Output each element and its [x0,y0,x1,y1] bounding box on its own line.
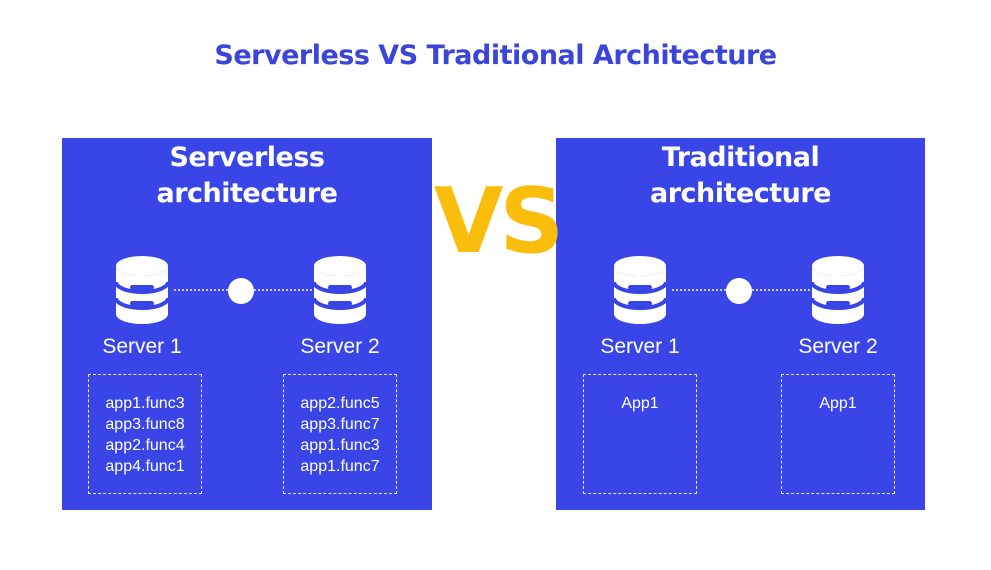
vs-label: VS [433,169,564,274]
panel-title-line2: architecture [156,178,339,209]
app-item: app3.func8 [105,416,185,433]
app-item: App1 [621,395,659,412]
app-list: App1 [584,375,696,414]
app-item: app1.func3 [300,437,380,454]
app-list: App1 [782,375,894,414]
app-list: app2.func5 app3.func7 app1.func3 app1.fu… [284,375,396,477]
app-item: app2.func4 [105,437,185,454]
database-icon [810,256,866,324]
panel-title: Serverless architecture [62,140,432,212]
server-1-apps-box: App1 [583,374,697,494]
panel-title-line1: Serverless [169,142,325,173]
app-item: app1.func7 [300,458,380,475]
panel-title-line2: architecture [650,178,832,209]
app-item: app2.func5 [300,395,380,412]
server-1-label: Server 1 [102,335,182,358]
panel-title: Traditional architecture [556,140,925,212]
connection-node [228,278,254,304]
app-item: app1.func3 [105,395,185,412]
server-1-apps-box: app1.func3 app3.func8 app2.func4 app4.fu… [88,374,202,494]
server-2-label: Server 2 [300,335,380,358]
server-2-label: Server 2 [798,335,878,358]
app-item: App1 [819,395,857,412]
page-title: Serverless VS Traditional Architecture [214,40,777,71]
serverless-panel: Serverless architecture Server 1 Server … [62,138,432,510]
app-list: app1.func3 app3.func8 app2.func4 app4.fu… [89,375,201,477]
app-item: app3.func7 [300,416,380,433]
panel-title-line1: Traditional [661,142,820,173]
connection-node [726,278,752,304]
server-1-label: Server 1 [600,335,680,358]
app-item: app4.func1 [105,458,185,475]
database-icon [114,256,170,324]
database-icon [612,256,668,324]
traditional-panel: Traditional architecture Server 1 Server… [556,138,925,510]
server-2-apps-box: app2.func5 app3.func7 app1.func3 app1.fu… [283,374,397,494]
server-2-apps-box: App1 [781,374,895,494]
database-icon [312,256,368,324]
